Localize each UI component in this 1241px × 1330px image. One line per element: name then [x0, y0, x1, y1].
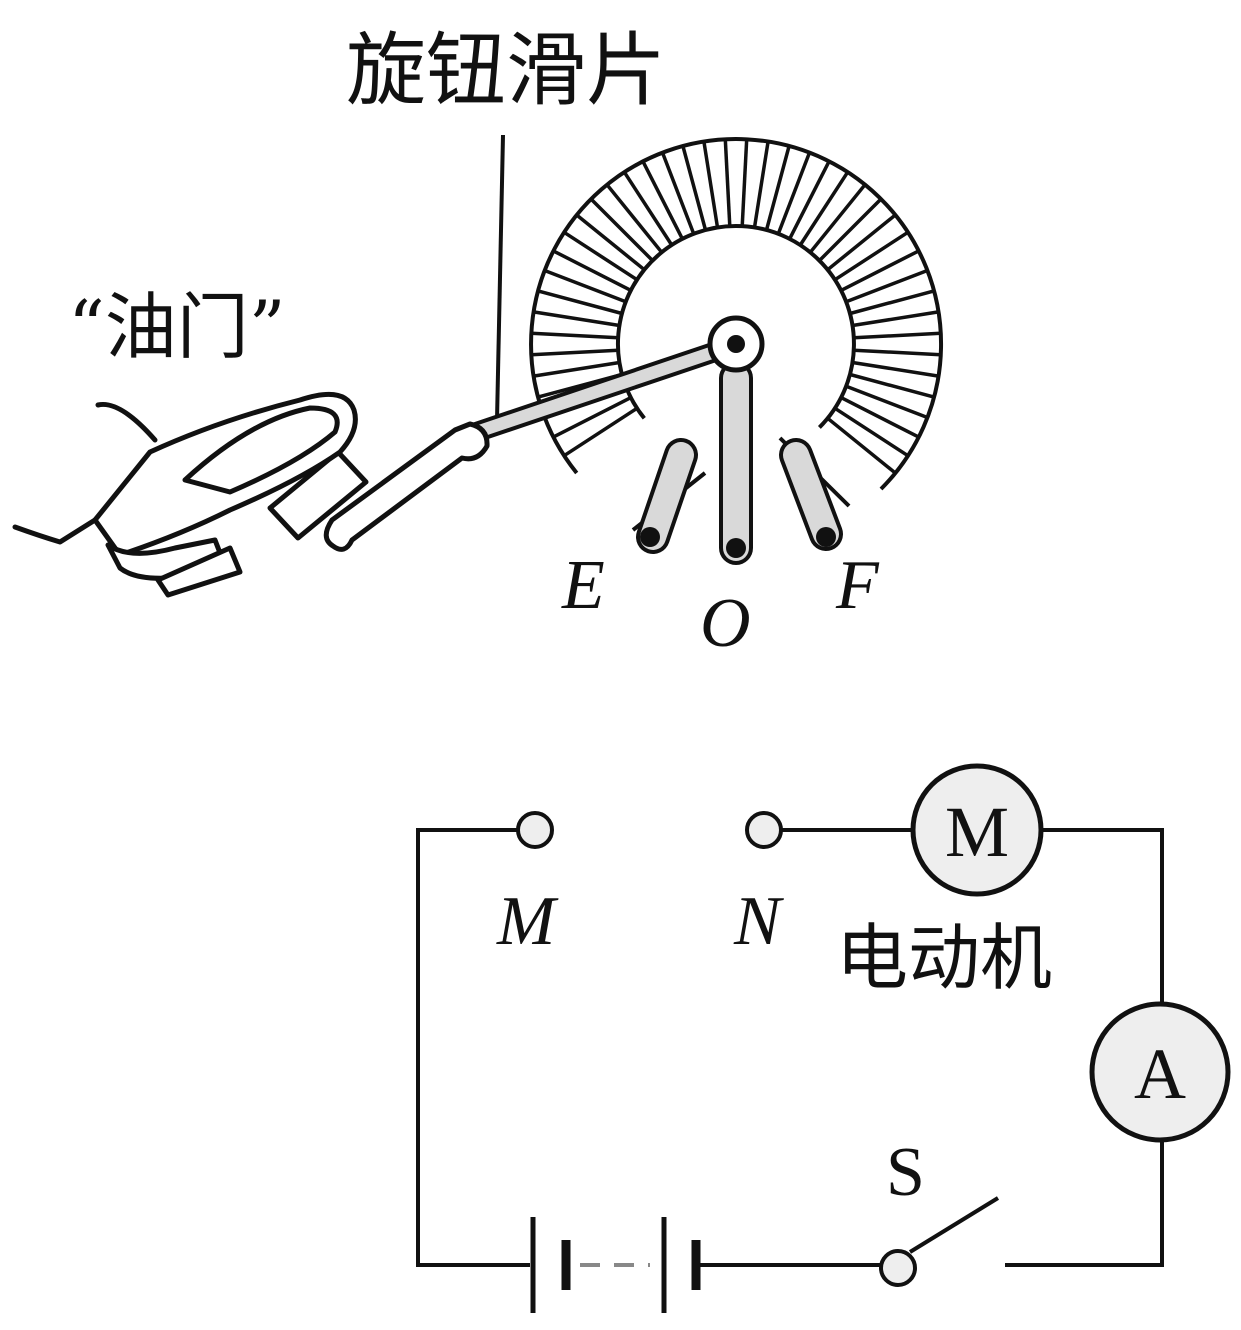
terminal-arm-f: [779, 438, 843, 551]
winding-mark: [849, 289, 935, 316]
rheostat: [529, 137, 944, 532]
winding-mark: [589, 197, 654, 262]
ammeter: A: [1089, 1001, 1231, 1143]
winding-mark: [808, 183, 867, 254]
terminal-e-label: E: [561, 547, 605, 624]
winding-mark: [798, 171, 850, 246]
terminal-n-label: N: [733, 883, 784, 960]
winding-mark: [752, 141, 770, 228]
winding-mark: [605, 183, 664, 254]
terminal-arm-e: [636, 438, 698, 554]
winding-mark: [853, 331, 941, 340]
motor-label: 电动机: [836, 916, 1052, 1000]
throttle-label: “油门”: [68, 285, 286, 369]
switch-blade: [908, 1196, 1000, 1254]
winding-mark: [563, 406, 638, 458]
winding-mark: [537, 289, 623, 316]
circuit: M A M N 电动机 S: [416, 763, 1231, 1313]
terminal-f-label: F: [835, 547, 880, 624]
winding-mark: [552, 396, 632, 439]
winding-mark: [834, 406, 909, 458]
winding-mark: [845, 384, 929, 420]
rheostat-winding-marks: [531, 139, 941, 475]
wire-motor-ammeter: [1042, 828, 1164, 1003]
ammeter-symbol: A: [1134, 1034, 1186, 1114]
winding-mark: [533, 360, 620, 378]
winding-mark: [853, 348, 941, 357]
winding-mark: [834, 230, 909, 282]
winding-mark: [818, 197, 883, 262]
terminal-m: [516, 811, 554, 849]
winding-mark: [575, 213, 646, 272]
switch-pivot: [879, 1249, 917, 1287]
winding-mark: [702, 141, 720, 228]
motor: M: [910, 763, 1044, 897]
winding-mark: [531, 331, 619, 340]
winding-mark: [622, 171, 674, 246]
winding-mark: [552, 249, 632, 292]
knob-slider-label: 旋钮滑片: [346, 24, 666, 117]
wire-left: [416, 828, 530, 1267]
winding-mark: [840, 396, 920, 439]
winding-mark: [723, 139, 732, 227]
winding-mark: [660, 151, 696, 235]
winding-mark: [531, 348, 619, 357]
terminal-o-label: O: [700, 585, 751, 662]
switch: [879, 1196, 1000, 1287]
winding-mark: [840, 249, 920, 292]
switch-label: S: [886, 1134, 925, 1211]
winding-mark: [641, 160, 684, 240]
winding-mark: [681, 145, 708, 231]
winding-mark: [776, 151, 812, 235]
winding-mark: [852, 310, 939, 328]
throttle-grip: [12, 391, 490, 598]
wire-ammeter-switch: [1005, 1141, 1164, 1267]
knob-slider-pointer-line: [495, 134, 505, 421]
terminal-n: [745, 811, 783, 849]
motor-symbol: M: [945, 792, 1009, 872]
winding-mark: [740, 139, 749, 227]
motor-circle: [910, 763, 1044, 897]
ammeter-circle: [1089, 1001, 1231, 1143]
winding-mark: [533, 310, 620, 328]
winding-mark: [845, 268, 929, 304]
winding-mark: [849, 372, 935, 399]
winding-mark: [543, 268, 627, 304]
winding-mark: [826, 213, 897, 272]
battery: [530, 1217, 701, 1313]
winding-mark: [563, 230, 638, 282]
rheostat-ring-inner: [615, 223, 856, 429]
terminal-arm-o: [719, 361, 753, 565]
winding-mark: [852, 360, 939, 378]
winding-mark: [764, 145, 791, 231]
winding-mark: [826, 416, 897, 475]
terminal-m-label: M: [496, 883, 559, 960]
winding-mark: [788, 160, 831, 240]
